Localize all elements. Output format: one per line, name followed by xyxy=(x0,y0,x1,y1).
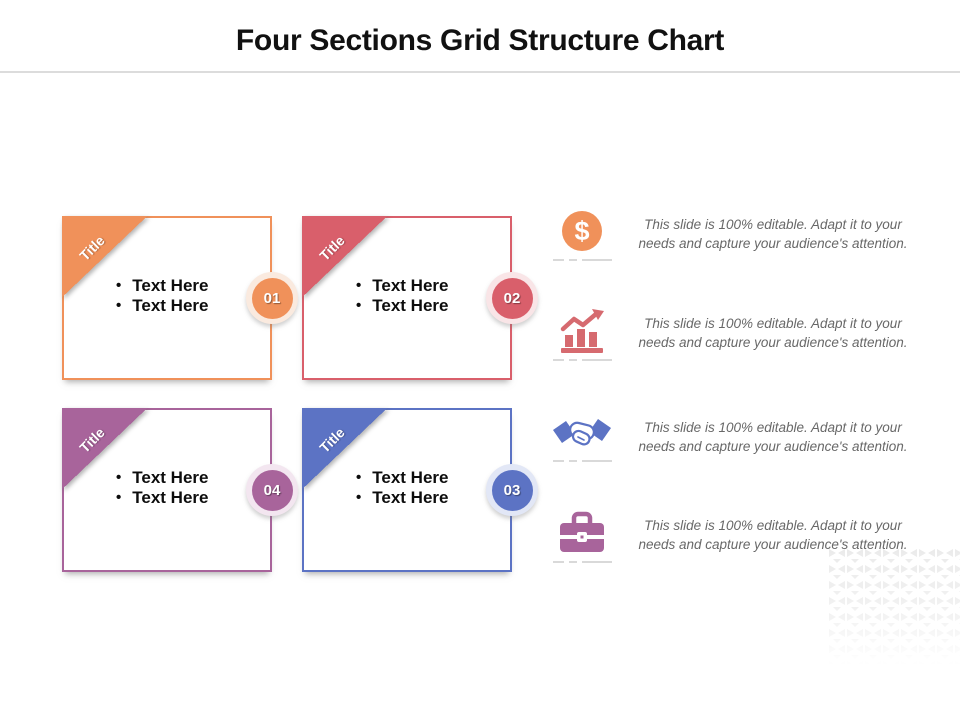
card-number-badge: 03 xyxy=(486,464,538,516)
card-number-badge: 02 xyxy=(486,272,538,324)
svg-text:$: $ xyxy=(574,216,589,246)
card-bullet-list: Text Here Text Here xyxy=(116,276,208,317)
icon-underline-dashes xyxy=(552,358,612,361)
ribbon-label: Title xyxy=(316,424,348,456)
feature-row-editable-2: This slide is 100% editable. Adapt it to… xyxy=(548,298,912,370)
bullet-item: Text Here xyxy=(356,468,448,488)
card-bullet-list: Text Here Text Here xyxy=(356,276,448,317)
triangle-pattern-decoration xyxy=(828,548,960,666)
card-bullet-list: Text Here Text Here xyxy=(116,468,208,509)
slide-title: Four Sections Grid Structure Chart xyxy=(235,24,725,57)
bullet-item: Text Here xyxy=(116,296,208,316)
badge-number: 03 xyxy=(491,469,533,511)
title-divider-line xyxy=(0,71,960,73)
bullet-item: Text Here xyxy=(356,276,448,296)
badge-number: 04 xyxy=(251,469,293,511)
briefcase-icon xyxy=(548,510,616,563)
section-card-01: Title Text Here Text Here 01 xyxy=(62,216,298,380)
icon-underline-dashes xyxy=(552,560,612,563)
ribbon-label: Title xyxy=(76,424,108,456)
icon-underline-dashes xyxy=(552,258,612,261)
bullet-item: Text Here xyxy=(116,276,208,296)
card-number-badge: 01 xyxy=(246,272,298,324)
section-card-04: Title Text Here Text Here 04 xyxy=(62,408,298,572)
section-card-03: Title Text Here Text Here 03 xyxy=(302,408,538,572)
ribbon-label: Title xyxy=(76,232,108,264)
feature-row-editable-3: This slide is 100% editable. Adapt it to… xyxy=(548,402,912,474)
bullet-item: Text Here xyxy=(116,488,208,508)
badge-number: 01 xyxy=(251,277,293,319)
dollar-coin-icon: $ xyxy=(548,210,616,261)
badge-number: 02 xyxy=(491,277,533,319)
ribbon-label: Title xyxy=(316,232,348,264)
section-card-02: Title Text Here Text Here 02 xyxy=(302,216,538,380)
feature-row-editable-1: $ This slide is 100% editable. Adapt it … xyxy=(548,199,912,271)
bullet-item: Text Here xyxy=(116,468,208,488)
feature-description: This slide is 100% editable. Adapt it to… xyxy=(638,217,908,251)
bullet-item: Text Here xyxy=(356,488,448,508)
card-number-badge: 04 xyxy=(246,464,298,516)
bar-chart-icon xyxy=(548,308,616,361)
feature-description: This slide is 100% editable. Adapt it to… xyxy=(638,316,908,350)
handshake-icon xyxy=(548,415,616,462)
feature-description: This slide is 100% editable. Adapt it to… xyxy=(638,420,908,454)
icon-underline-dashes xyxy=(552,459,612,462)
card-bullet-list: Text Here Text Here xyxy=(356,468,448,509)
bullet-item: Text Here xyxy=(356,296,448,316)
